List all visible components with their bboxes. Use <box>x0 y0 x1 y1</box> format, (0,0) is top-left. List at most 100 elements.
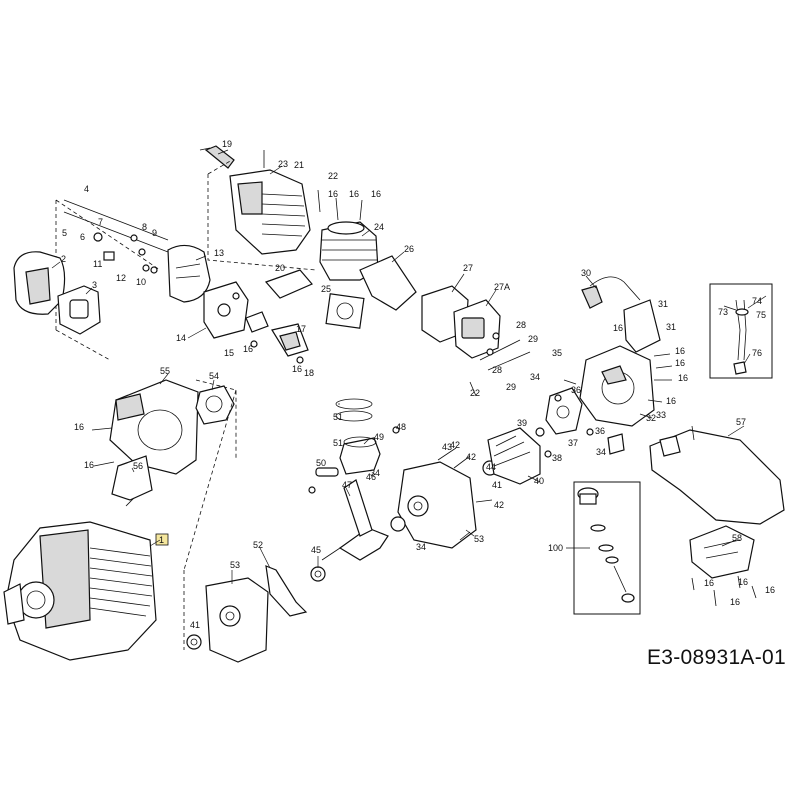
starter-group <box>91 379 237 507</box>
callout-42-c: 42 <box>494 500 504 510</box>
callout-5: 5 <box>62 228 67 238</box>
callout-16-j: 16 <box>675 358 685 368</box>
callout-16-o: 16 <box>738 577 748 587</box>
callout-28-b: 28 <box>492 365 502 375</box>
callout-34-c: 34 <box>596 447 606 457</box>
callout-47: 47 <box>342 480 352 490</box>
fuel-line-inset-box <box>709 283 773 379</box>
callout-24: 24 <box>374 222 384 232</box>
callout-50: 50 <box>316 458 326 468</box>
callout-25: 25 <box>321 284 331 294</box>
callout-16-d: 16 <box>349 189 359 199</box>
callout-19: 19 <box>222 139 232 149</box>
callout-22-a: 22 <box>328 171 338 181</box>
callout-27: 27 <box>463 263 473 273</box>
callout-42-a: 42 <box>450 440 460 450</box>
callout-27A: 27A <box>494 282 510 292</box>
callout-54: 54 <box>209 371 219 381</box>
callout-49: 49 <box>374 432 384 442</box>
callout-16-k: 16 <box>678 373 688 383</box>
callout-1-highlight <box>155 533 169 546</box>
callout-9: 9 <box>152 228 157 238</box>
callout-10: 10 <box>136 277 146 287</box>
callout-16-i: 16 <box>675 346 685 356</box>
callout-21: 21 <box>294 160 304 170</box>
callout-16-m: 16 <box>704 578 714 588</box>
callout-16-n: 16 <box>730 597 740 607</box>
callout-76: 76 <box>752 348 762 358</box>
callout-58: 58 <box>732 533 742 543</box>
callout-44: 44 <box>486 462 496 472</box>
callout-46: 46 <box>366 472 376 482</box>
callout-2: 2 <box>61 254 66 264</box>
callout-29-a: 29 <box>528 334 538 344</box>
callout-16-g: 16 <box>84 460 94 470</box>
callout-16-f: 16 <box>74 422 84 432</box>
fuel-tank-group <box>573 283 785 615</box>
callout-1: 1 <box>159 535 164 545</box>
callout-28-a: 28 <box>516 320 526 330</box>
callout-41-a: 41 <box>190 620 200 630</box>
callout-8: 8 <box>142 222 147 232</box>
callout-34-b: 34 <box>370 468 380 478</box>
callout-31-b: 31 <box>666 322 676 332</box>
callout-15: 15 <box>224 348 234 358</box>
callout-16-a: 16 <box>243 344 253 354</box>
callout-18: 18 <box>304 368 314 378</box>
callout-57: 57 <box>736 417 746 427</box>
callout-17: 17 <box>296 324 306 334</box>
callout-42-b: 42 <box>466 452 476 462</box>
callout-40: 40 <box>534 476 544 486</box>
callout-48: 48 <box>396 422 406 432</box>
callout-labels: 1 2 3 4 5 6 7 8 9 10 11 12 13 14 15 16 1… <box>61 139 775 630</box>
callout-39: 39 <box>517 418 527 428</box>
callout-55: 55 <box>160 366 170 376</box>
callout-36-a: 36 <box>571 385 581 395</box>
callout-56: 56 <box>133 461 143 471</box>
callout-31-a: 31 <box>658 299 668 309</box>
crankcase-group <box>183 389 498 663</box>
callout-37: 37 <box>568 438 578 448</box>
cylinder-group <box>199 145 531 397</box>
callout-3: 3 <box>92 280 97 290</box>
callout-51-b: 51 <box>333 438 343 448</box>
callout-53-a: 53 <box>230 560 240 570</box>
engine-assembly <box>3 521 169 661</box>
callout-7: 7 <box>98 217 103 227</box>
callout-36-b: 36 <box>595 426 605 436</box>
callout-30: 30 <box>581 268 591 278</box>
callout-16-e: 16 <box>371 189 381 199</box>
callout-12: 12 <box>116 273 126 283</box>
callout-52: 52 <box>253 540 263 550</box>
callout-75: 75 <box>756 310 766 320</box>
callout-73: 73 <box>718 307 728 317</box>
callout-20: 20 <box>275 263 285 273</box>
callout-35: 35 <box>552 348 562 358</box>
callout-29-b: 29 <box>506 382 516 392</box>
callout-14: 14 <box>176 333 186 343</box>
callout-13: 13 <box>214 248 224 258</box>
callout-41-b: 41 <box>492 480 502 490</box>
callout-38: 38 <box>552 453 562 463</box>
diagram-code: E3-08931A-01 <box>646 646 786 669</box>
air-filter-group <box>13 199 309 364</box>
callout-32: 32 <box>646 413 656 423</box>
callout-23: 23 <box>278 159 288 169</box>
callout-11: 11 <box>93 259 102 269</box>
callout-6: 6 <box>80 232 85 242</box>
callout-33: 33 <box>656 410 666 420</box>
callout-16-h: 16 <box>613 323 623 333</box>
callout-45: 45 <box>311 545 321 555</box>
callout-26: 26 <box>404 244 414 254</box>
callout-16-b: 16 <box>292 364 302 374</box>
ignition-group <box>487 276 673 485</box>
callout-16-c: 16 <box>328 189 338 199</box>
callout-34-a: 34 <box>530 372 540 382</box>
callout-53-b: 53 <box>474 534 484 544</box>
callout-43: 43 <box>442 442 452 452</box>
callout-22-b: 22 <box>470 388 480 398</box>
callout-16-p: 16 <box>765 585 775 595</box>
callout-4: 4 <box>84 184 89 194</box>
callout-16-l: 16 <box>666 396 676 406</box>
